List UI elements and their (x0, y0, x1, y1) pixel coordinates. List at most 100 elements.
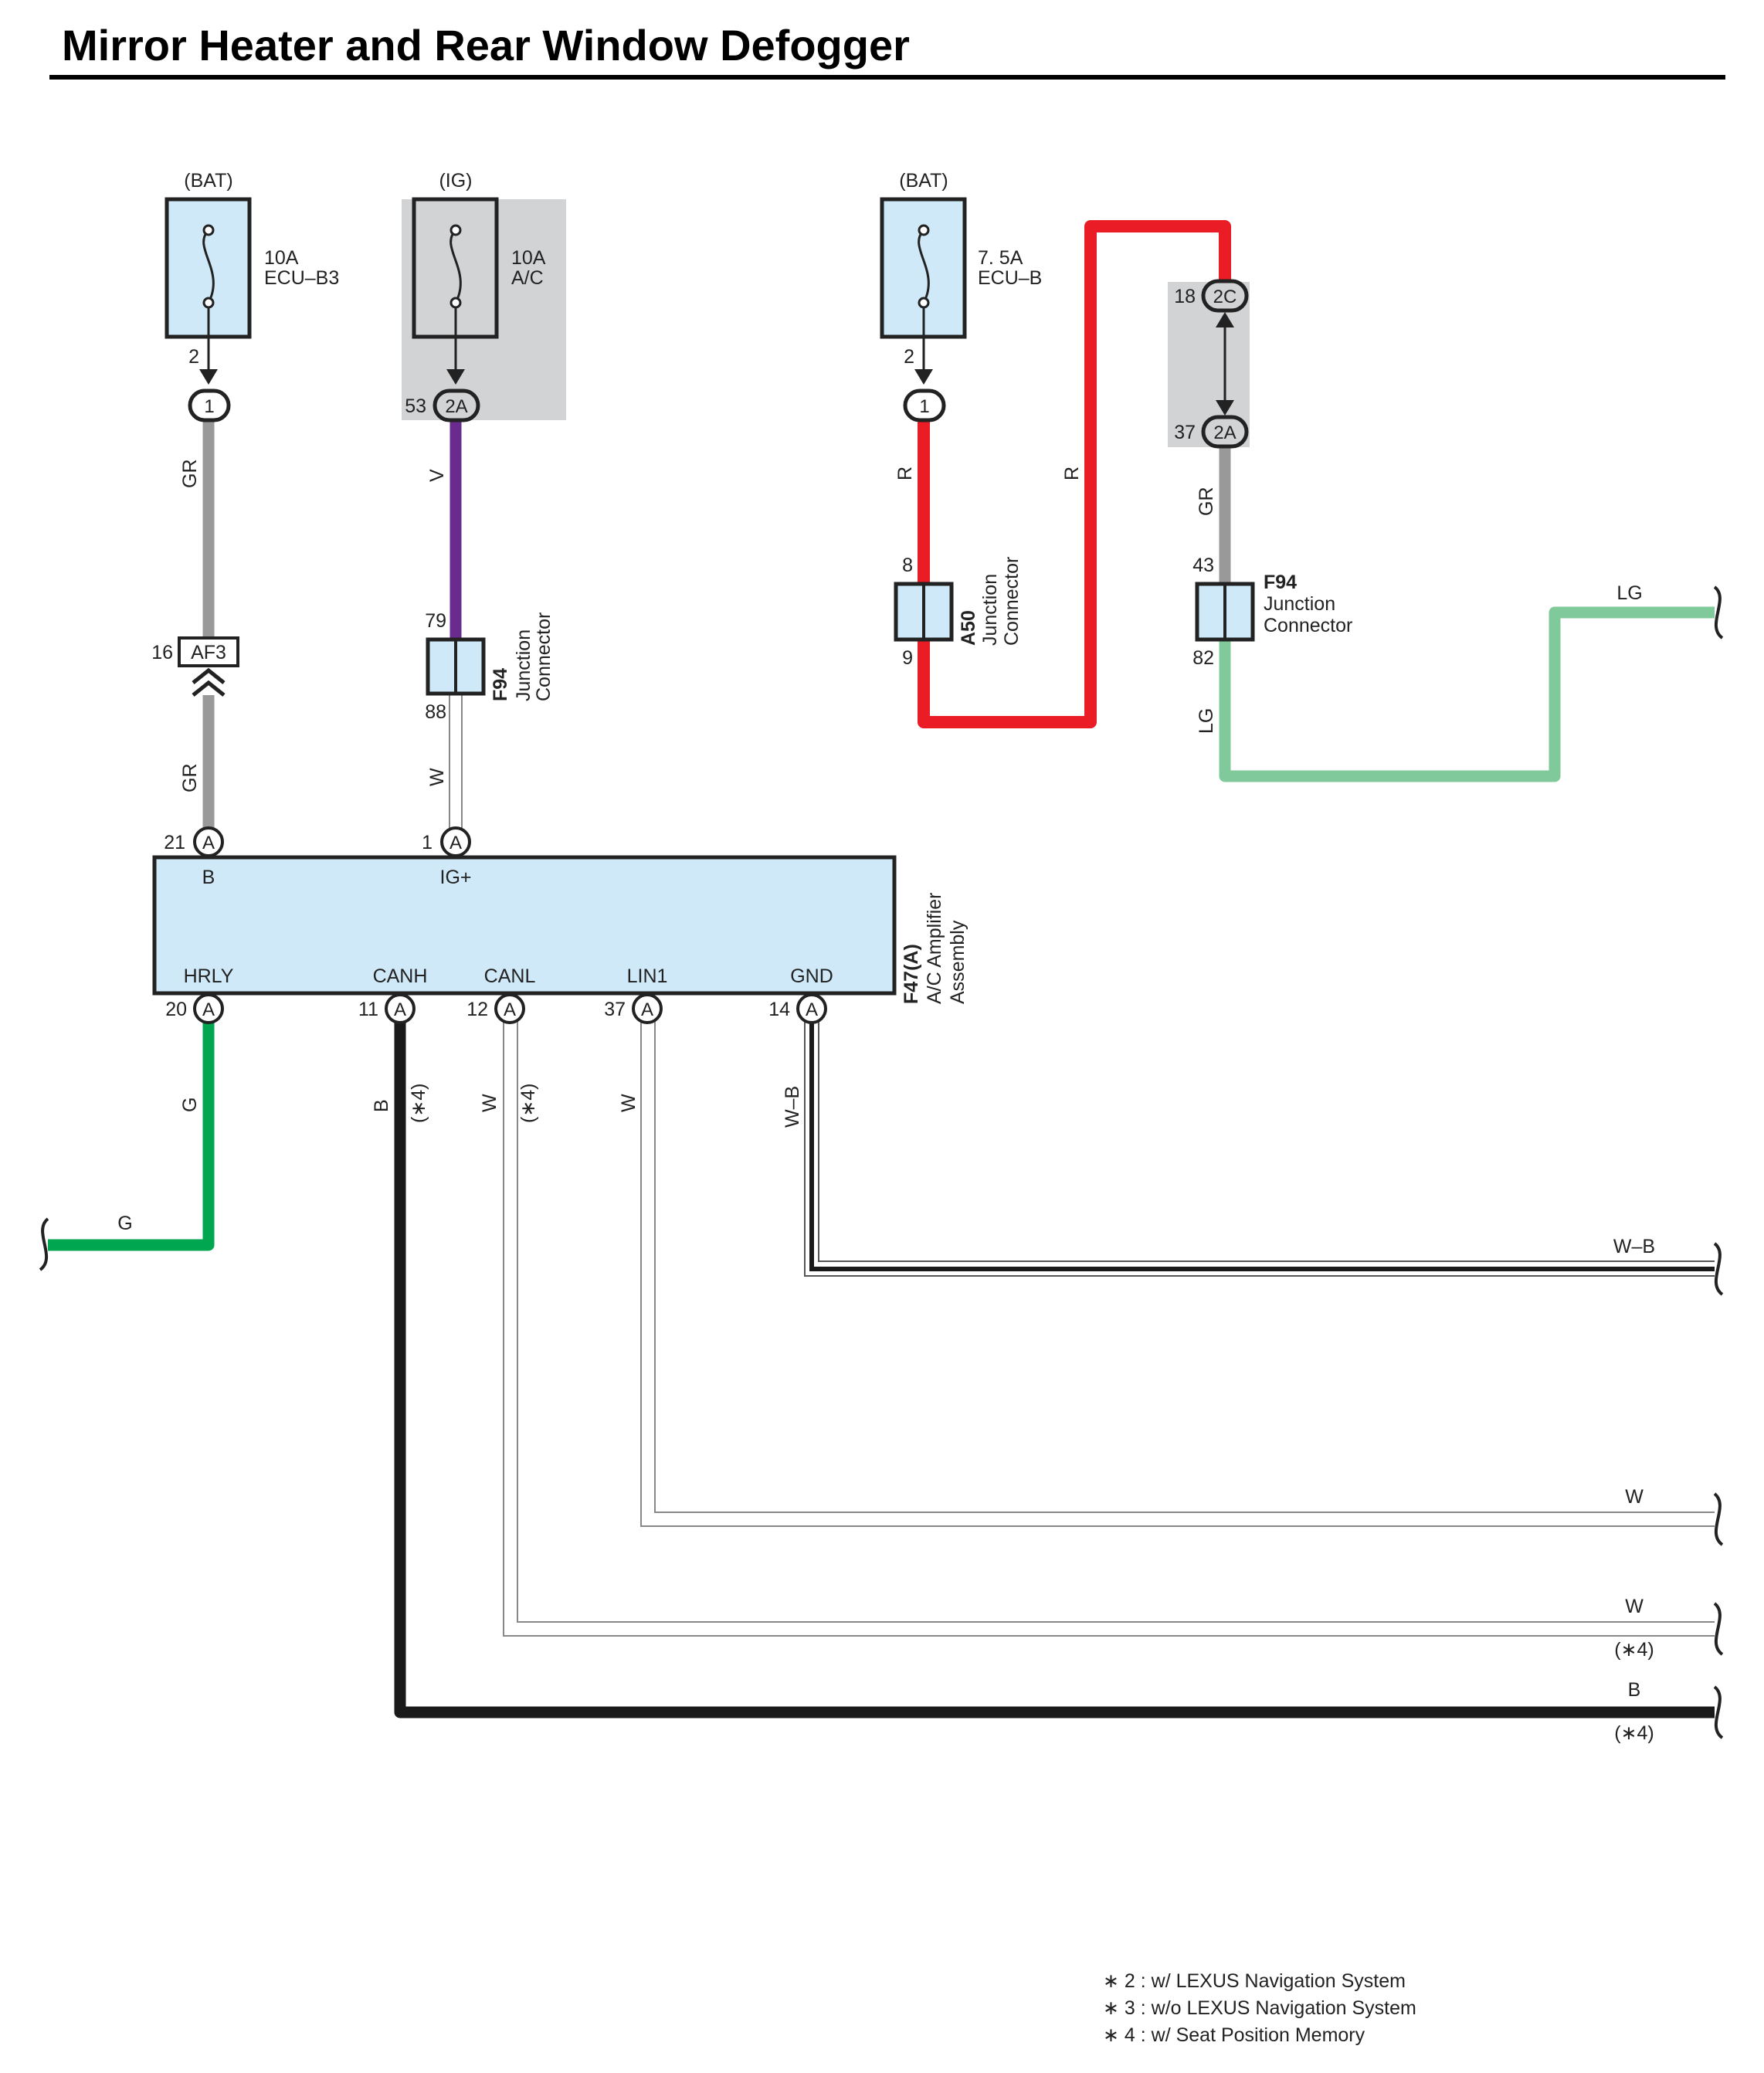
wire-wb-gnd-core (809, 1021, 1715, 1271)
connector-1-left: 1 (188, 388, 231, 422)
bat1-amp: 10A (264, 247, 299, 269)
wire-w-lin1-a (640, 1021, 1715, 1527)
bat2-label: (BAT) (899, 170, 948, 192)
f94-left-desc1: Junction (513, 629, 534, 701)
svg-text:A: A (504, 999, 516, 1020)
a50-pin-out: 9 (902, 647, 913, 669)
wire-w-canl-a (503, 1021, 1715, 1637)
label-r-right: R (1061, 467, 1083, 480)
connector-af3: AF3 (178, 636, 239, 697)
f94-left-pin-in: 79 (425, 610, 446, 632)
wire-b-canh (394, 1021, 1715, 1718)
label-b-canh: B (371, 1099, 392, 1112)
connector-2a-ig: 2A (433, 388, 480, 422)
label-gr-right: GR (1196, 487, 1217, 517)
amplifier-code: F47(A) (901, 944, 922, 1004)
svg-text:2A: 2A (1213, 422, 1236, 443)
label-g-end: G (117, 1213, 132, 1234)
f94-right-pin-in: 43 (1192, 555, 1214, 576)
svg-text:GND: GND (790, 965, 833, 987)
footnote-2: ∗ 3 : w/o LEXUS Navigation System (1103, 1997, 1416, 2019)
svg-text:HRLY: HRLY (184, 965, 234, 987)
svg-text:20: 20 (165, 999, 187, 1020)
junction-f94-left (426, 637, 486, 696)
svg-text:A: A (641, 999, 653, 1020)
bat1-pin: 2 (188, 346, 199, 368)
label-w-end-lin: W (1625, 1486, 1644, 1508)
label-w-ig: W (426, 768, 448, 786)
a50-pin-in: 8 (902, 555, 913, 576)
ig-label: (IG) (439, 170, 472, 192)
fuse-ecu-b3 (165, 197, 252, 385)
footnote-3: ∗ 4 : w/ Seat Position Memory (1103, 2024, 1365, 2046)
wire-wb-gnd-b (818, 1021, 1715, 1262)
label-w-end-canl-note: (∗4) (1614, 1639, 1654, 1661)
ig-pin: 53 (405, 395, 426, 417)
label-lg-vert: LG (1196, 708, 1217, 734)
bat1-name: ECU–B3 (264, 267, 339, 289)
bat2-pin: 2 (904, 346, 914, 368)
footnote-1: ∗ 2 : w/ LEXUS Navigation System (1103, 1970, 1406, 1992)
svg-text:A: A (394, 999, 406, 1020)
f94-right-pin-out: 82 (1192, 647, 1214, 669)
svg-text:1: 1 (919, 396, 929, 417)
label-w-end-canl: W (1625, 1596, 1644, 1617)
break-symbols (39, 585, 1724, 1739)
label-lg-end: LG (1616, 582, 1642, 604)
svg-text:A: A (202, 833, 215, 853)
bat2-amp: 7. 5A (978, 247, 1023, 269)
ig-amp: 10A (511, 247, 546, 269)
svg-text:1: 1 (204, 396, 214, 417)
label-g-vert: G (179, 1098, 201, 1112)
svg-text:A: A (806, 999, 818, 1020)
label-gr-bottom: GR (179, 764, 201, 793)
label-wb-gnd: W–B (782, 1086, 803, 1128)
double-arrow (1216, 312, 1234, 416)
svg-text:2C: 2C (1213, 287, 1237, 307)
wire-w-lin1-b (654, 1021, 1715, 1513)
f94-left-code: F94 (490, 668, 511, 701)
f94-right-desc2: Connector (1264, 615, 1352, 636)
ac-amplifier-box (152, 855, 897, 996)
pin-canl: A 12 CANL (466, 965, 536, 1024)
label-v: V (426, 469, 448, 482)
ig-name: A/C (511, 267, 544, 289)
junction-a50 (894, 582, 954, 642)
svg-text:21: 21 (164, 832, 185, 853)
connector-2c: 2C (1201, 279, 1249, 313)
svg-text:CANL: CANL (484, 965, 536, 987)
c2a-right-pin: 37 (1174, 422, 1196, 443)
a50-desc1: Junction (979, 574, 1001, 646)
svg-text:IG+: IG+ (440, 867, 472, 888)
label-r-left: R (894, 467, 916, 480)
fuse-ecu-b (880, 197, 967, 385)
a50-code: A50 (958, 610, 979, 646)
svg-text:B: B (202, 867, 215, 888)
svg-text:A: A (202, 999, 215, 1020)
label-b-end-note: (∗4) (1614, 1722, 1654, 1744)
svg-text:37: 37 (604, 999, 626, 1020)
f94-right-desc1: Junction (1264, 593, 1335, 615)
wire-w-canl-b (517, 1021, 1715, 1623)
pin-lin1: A 37 LIN1 (604, 965, 667, 1024)
label-w-canl: W (479, 1094, 500, 1112)
label-canl-note: (∗4) (517, 1083, 539, 1123)
label-b-end: B (1628, 1679, 1641, 1701)
svg-text:CANH: CANH (373, 965, 428, 987)
label-wb-end: W–B (1613, 1236, 1655, 1257)
a50-desc2: Connector (1001, 557, 1023, 646)
pin-canh: A 11 CANH (358, 965, 428, 1024)
bat2-name: ECU–B (978, 267, 1042, 289)
pin-gnd: A 14 GND (768, 965, 833, 1024)
svg-text:A: A (449, 833, 462, 853)
bat1-label: (BAT) (184, 170, 232, 192)
svg-text:1: 1 (422, 832, 433, 853)
page-title: Mirror Heater and Rear Window Defogger (62, 21, 910, 70)
f94-left-desc2: Connector (533, 612, 555, 701)
pin-b: A 21 B (164, 826, 224, 888)
title-rule (49, 75, 1725, 80)
svg-text:12: 12 (466, 999, 488, 1020)
f94-right-code: F94 (1264, 572, 1297, 593)
label-w-lin1: W (618, 1094, 639, 1112)
